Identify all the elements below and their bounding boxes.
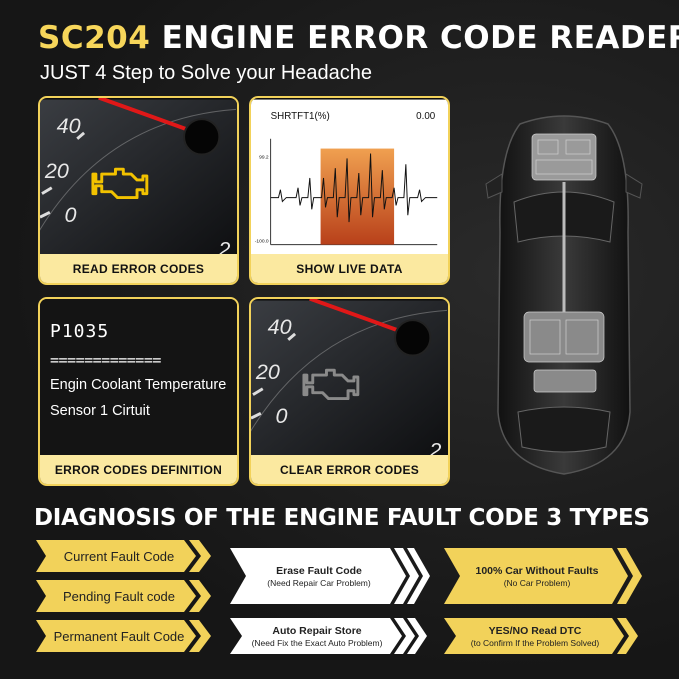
gauge-label-0: 0 xyxy=(65,202,77,227)
gauge-needle xyxy=(98,98,198,135)
live-data-value: 0.00 xyxy=(416,111,436,122)
gauge-label-40: 40 xyxy=(268,314,292,339)
gauge-label-2: 2 xyxy=(428,437,441,457)
check-engine-icon xyxy=(91,167,149,200)
code-description-line-2: Sensor 1 Cirtuit xyxy=(50,403,150,419)
error-code: P1035 xyxy=(50,321,110,342)
action-label: Erase Fault Code xyxy=(276,564,362,577)
dashboard-gauge-illustration: 40 20 0 2 xyxy=(40,98,237,256)
clear-error-codes-caption: CLEAR ERROR CODES xyxy=(251,455,448,484)
action-note: (Need Repair Car Problem) xyxy=(267,577,371,588)
error-codes-definition-caption: ERROR CODES DEFINITION xyxy=(40,455,237,484)
y-axis-bottom-label: -100.0 xyxy=(255,239,269,245)
engine-block xyxy=(531,133,597,181)
page-title: SC204 ENGINE ERROR CODE READER xyxy=(38,20,679,56)
fault-type-label: Current Fault Code xyxy=(63,548,175,564)
result-label: YES/NO Read DTC xyxy=(488,624,582,637)
definition-screen: P1035 ============= Engin Coolant Temper… xyxy=(40,299,237,457)
action-note: (Need Fix the Exact Auto Problem) xyxy=(251,637,383,648)
chevron-shape xyxy=(230,618,427,654)
read-error-codes-card: 40 20 0 2 READ ERROR CODES xyxy=(38,96,239,285)
read-error-codes-caption: READ ERROR CODES xyxy=(40,254,237,283)
code-separator: ============= xyxy=(50,351,161,369)
gauge-label-20: 20 xyxy=(255,359,280,384)
live-data-waveform xyxy=(270,153,438,223)
gauge-hub xyxy=(183,118,221,156)
chevron-shape xyxy=(36,620,211,652)
dashboard-gauge-cleared-illustration: 40 20 0 2 xyxy=(251,299,448,457)
result-label: 100% Car Without Faults xyxy=(475,564,599,577)
gauge-label-20: 20 xyxy=(44,158,69,183)
chevron-shape xyxy=(230,548,430,604)
action-auto-repair-store: Auto Repair Store (Need Fix the Exact Au… xyxy=(230,618,430,654)
chevron-shape xyxy=(444,548,642,604)
rear-components xyxy=(523,311,605,393)
section-title: DIAGNOSIS OF THE ENGINE FAULT CODE 3 TYP… xyxy=(34,505,650,531)
action-label: Auto Repair Store xyxy=(272,624,362,637)
result-car-without-faults: 100% Car Without Faults (No Car Problem) xyxy=(444,548,649,604)
chevron-shape xyxy=(36,580,211,612)
gauge-hub xyxy=(394,319,432,357)
fault-type-pending: Pending Fault code xyxy=(36,580,212,612)
gauge-label-2: 2 xyxy=(217,236,230,256)
result-read-dtc: YES/NO Read DTC (to Confirm If the Probl… xyxy=(444,618,649,654)
chevron-shape xyxy=(444,618,638,654)
error-codes-definition-card: P1035 ============= Engin Coolant Temper… xyxy=(38,297,239,486)
result-note: (No Car Problem) xyxy=(503,577,571,588)
fault-type-current: Current Fault Code xyxy=(36,540,212,572)
page-subtitle: JUST 4 Step to Solve your Headache xyxy=(40,62,373,84)
gauge-label-40: 40 xyxy=(57,113,81,138)
action-erase-fault-code: Erase Fault Code (Need Repair Car Proble… xyxy=(230,548,430,604)
check-engine-off-icon xyxy=(302,368,360,401)
show-live-data-caption: SHOW LIVE DATA xyxy=(251,254,448,283)
clear-error-codes-card: 40 20 0 2 CLEAR ERROR CODES xyxy=(249,297,450,486)
fault-type-label: Permanent Fault Code xyxy=(53,628,185,644)
title-text: ENGINE ERROR CODE READER xyxy=(161,20,679,56)
live-data-graph: SHRTFT1(%) 0.00 99.2 -100.0 xyxy=(251,99,448,255)
code-description-line-1: Engin Coolant Temperature xyxy=(50,377,227,393)
car-xray-illustration xyxy=(485,115,643,475)
chevron-shape xyxy=(36,540,211,572)
live-data-label: SHRTFT1(%) xyxy=(271,111,330,122)
title-model: SC204 xyxy=(38,20,151,56)
gauge-needle xyxy=(309,299,409,336)
fault-type-label: Pending Fault code xyxy=(62,588,176,604)
y-axis-top-label: 99.2 xyxy=(259,154,269,160)
show-live-data-card: SHRTFT1(%) 0.00 99.2 -100.0 SHOW LIVE DA… xyxy=(249,96,450,285)
result-note: (to Confirm If the Problem Solved) xyxy=(470,637,600,648)
fault-type-permanent: Permanent Fault Code xyxy=(36,620,212,652)
gauge-label-0: 0 xyxy=(276,403,288,428)
